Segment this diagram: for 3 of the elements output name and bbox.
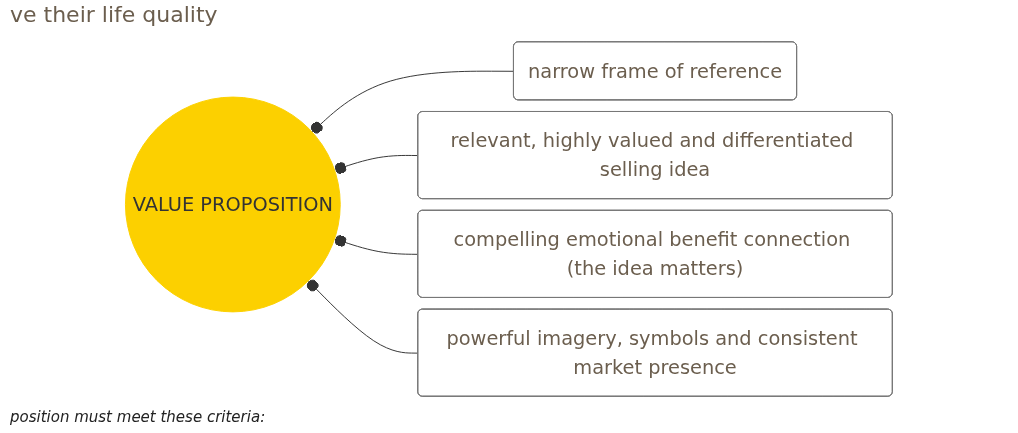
node-circle: VALUE PROPOSITION — [125, 96, 341, 313]
note-text: position must meet these criteria: — [10, 408, 266, 426]
heading-text: ve their life quality — [10, 2, 218, 27]
